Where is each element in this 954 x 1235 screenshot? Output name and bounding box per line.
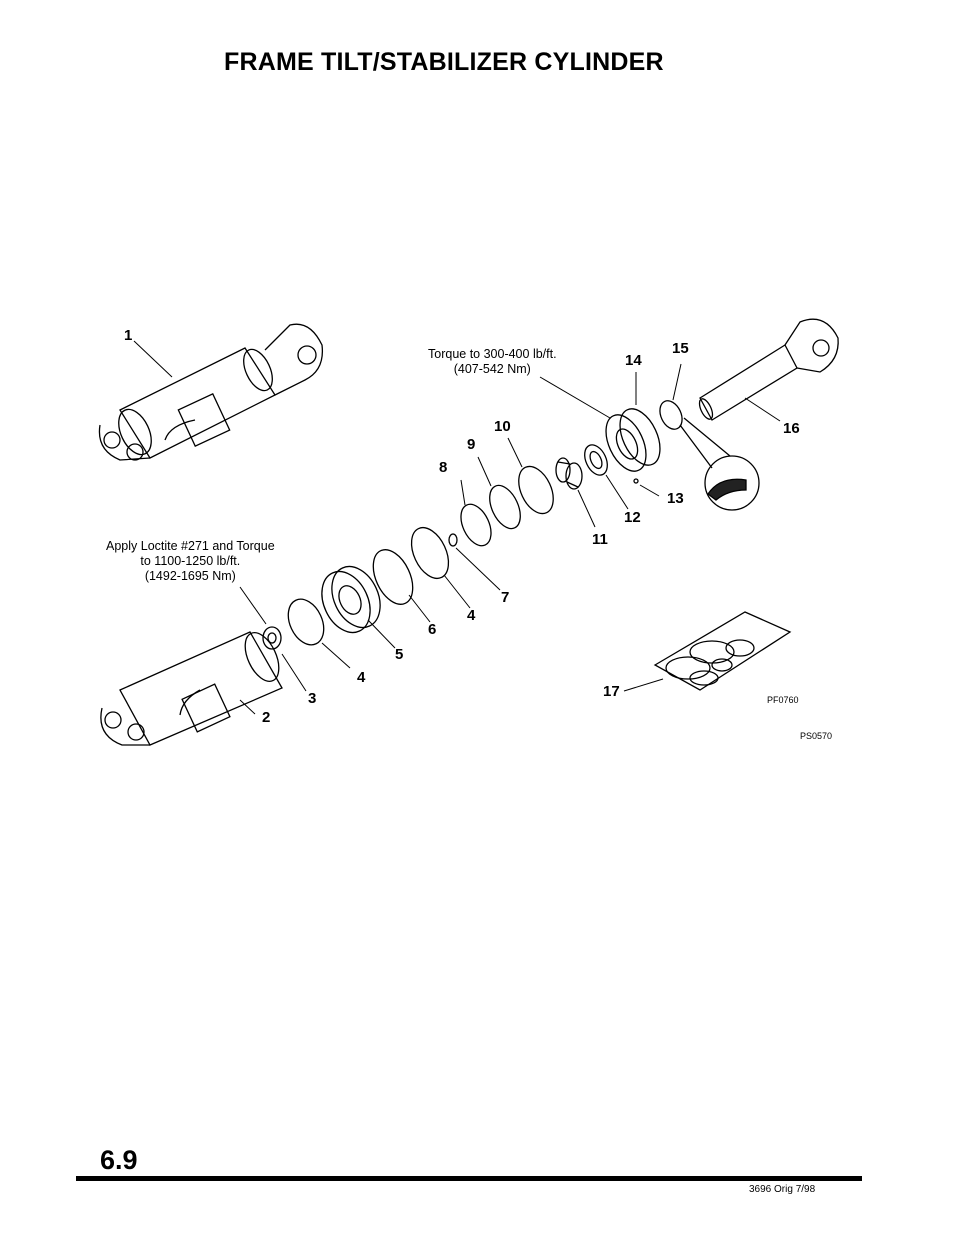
callout-5: 5 xyxy=(395,646,404,663)
loctite-note-line-1: Apply Loctite #271 and Torque xyxy=(106,539,275,553)
callout-9: 9 xyxy=(467,436,476,453)
leader-lines xyxy=(133,340,781,715)
callout-6: 6 xyxy=(428,621,437,638)
assembled-cylinder xyxy=(98,323,324,461)
page-title: FRAME TILT/STABILIZER CYLINDER xyxy=(224,48,664,76)
ball xyxy=(633,478,639,484)
barrel xyxy=(100,631,283,746)
ring-9 xyxy=(489,484,521,530)
callout-4b: 4 xyxy=(467,607,476,624)
wiper-seal xyxy=(584,444,608,476)
nut xyxy=(262,626,282,650)
loctite-note-line-3: (1492-1695 Nm) xyxy=(144,569,236,583)
callout-10: 10 xyxy=(494,418,511,435)
torque-note-line-1: Torque to 300-400 lb/ft. xyxy=(428,347,557,361)
seal-kit-bag xyxy=(653,611,792,691)
torque-note-line-2: (407-542 Nm) xyxy=(453,362,531,376)
piston-seal xyxy=(372,549,414,605)
rod xyxy=(698,318,839,421)
footer-rule xyxy=(76,1176,862,1181)
callout-17: 17 xyxy=(603,683,620,700)
gland xyxy=(605,408,661,472)
piston xyxy=(321,565,381,634)
callout-7: 7 xyxy=(501,589,510,606)
gland-o-ring xyxy=(659,400,683,430)
callout-16: 16 xyxy=(783,420,800,437)
bushing xyxy=(555,457,583,490)
footer-doc-info: 3696 Orig 7/98 xyxy=(749,1184,816,1195)
loctite-note: Apply Loctite #271 and Torque to 1100-12… xyxy=(106,539,275,584)
callout-8: 8 xyxy=(439,459,448,476)
callout-1: 1 xyxy=(124,327,133,344)
callout-12: 12 xyxy=(624,509,641,526)
callout-14: 14 xyxy=(625,352,642,369)
torque-note-gland: Torque to 300-400 lb/ft. (407-542 Nm) xyxy=(428,347,557,377)
wear-ring-b xyxy=(410,526,450,580)
loctite-note-line-2: to 1100-1250 lb/ft. xyxy=(140,554,241,568)
seal-detail-inset xyxy=(679,417,760,511)
figure-ref-main: PS0570 xyxy=(800,731,833,741)
figure-ref-kit: PF0760 xyxy=(767,695,799,705)
ring-8 xyxy=(460,503,492,547)
callout-2: 2 xyxy=(262,709,271,726)
callout-15: 15 xyxy=(672,340,689,357)
callout-11: 11 xyxy=(592,531,608,548)
section-number: 6.9 xyxy=(100,1145,138,1175)
callout-4a: 4 xyxy=(357,669,366,686)
callout-3: 3 xyxy=(308,690,317,707)
wear-ring-a xyxy=(287,598,325,646)
o-ring-small xyxy=(448,533,458,547)
callout-13: 13 xyxy=(667,490,684,507)
ring-10 xyxy=(518,465,554,515)
